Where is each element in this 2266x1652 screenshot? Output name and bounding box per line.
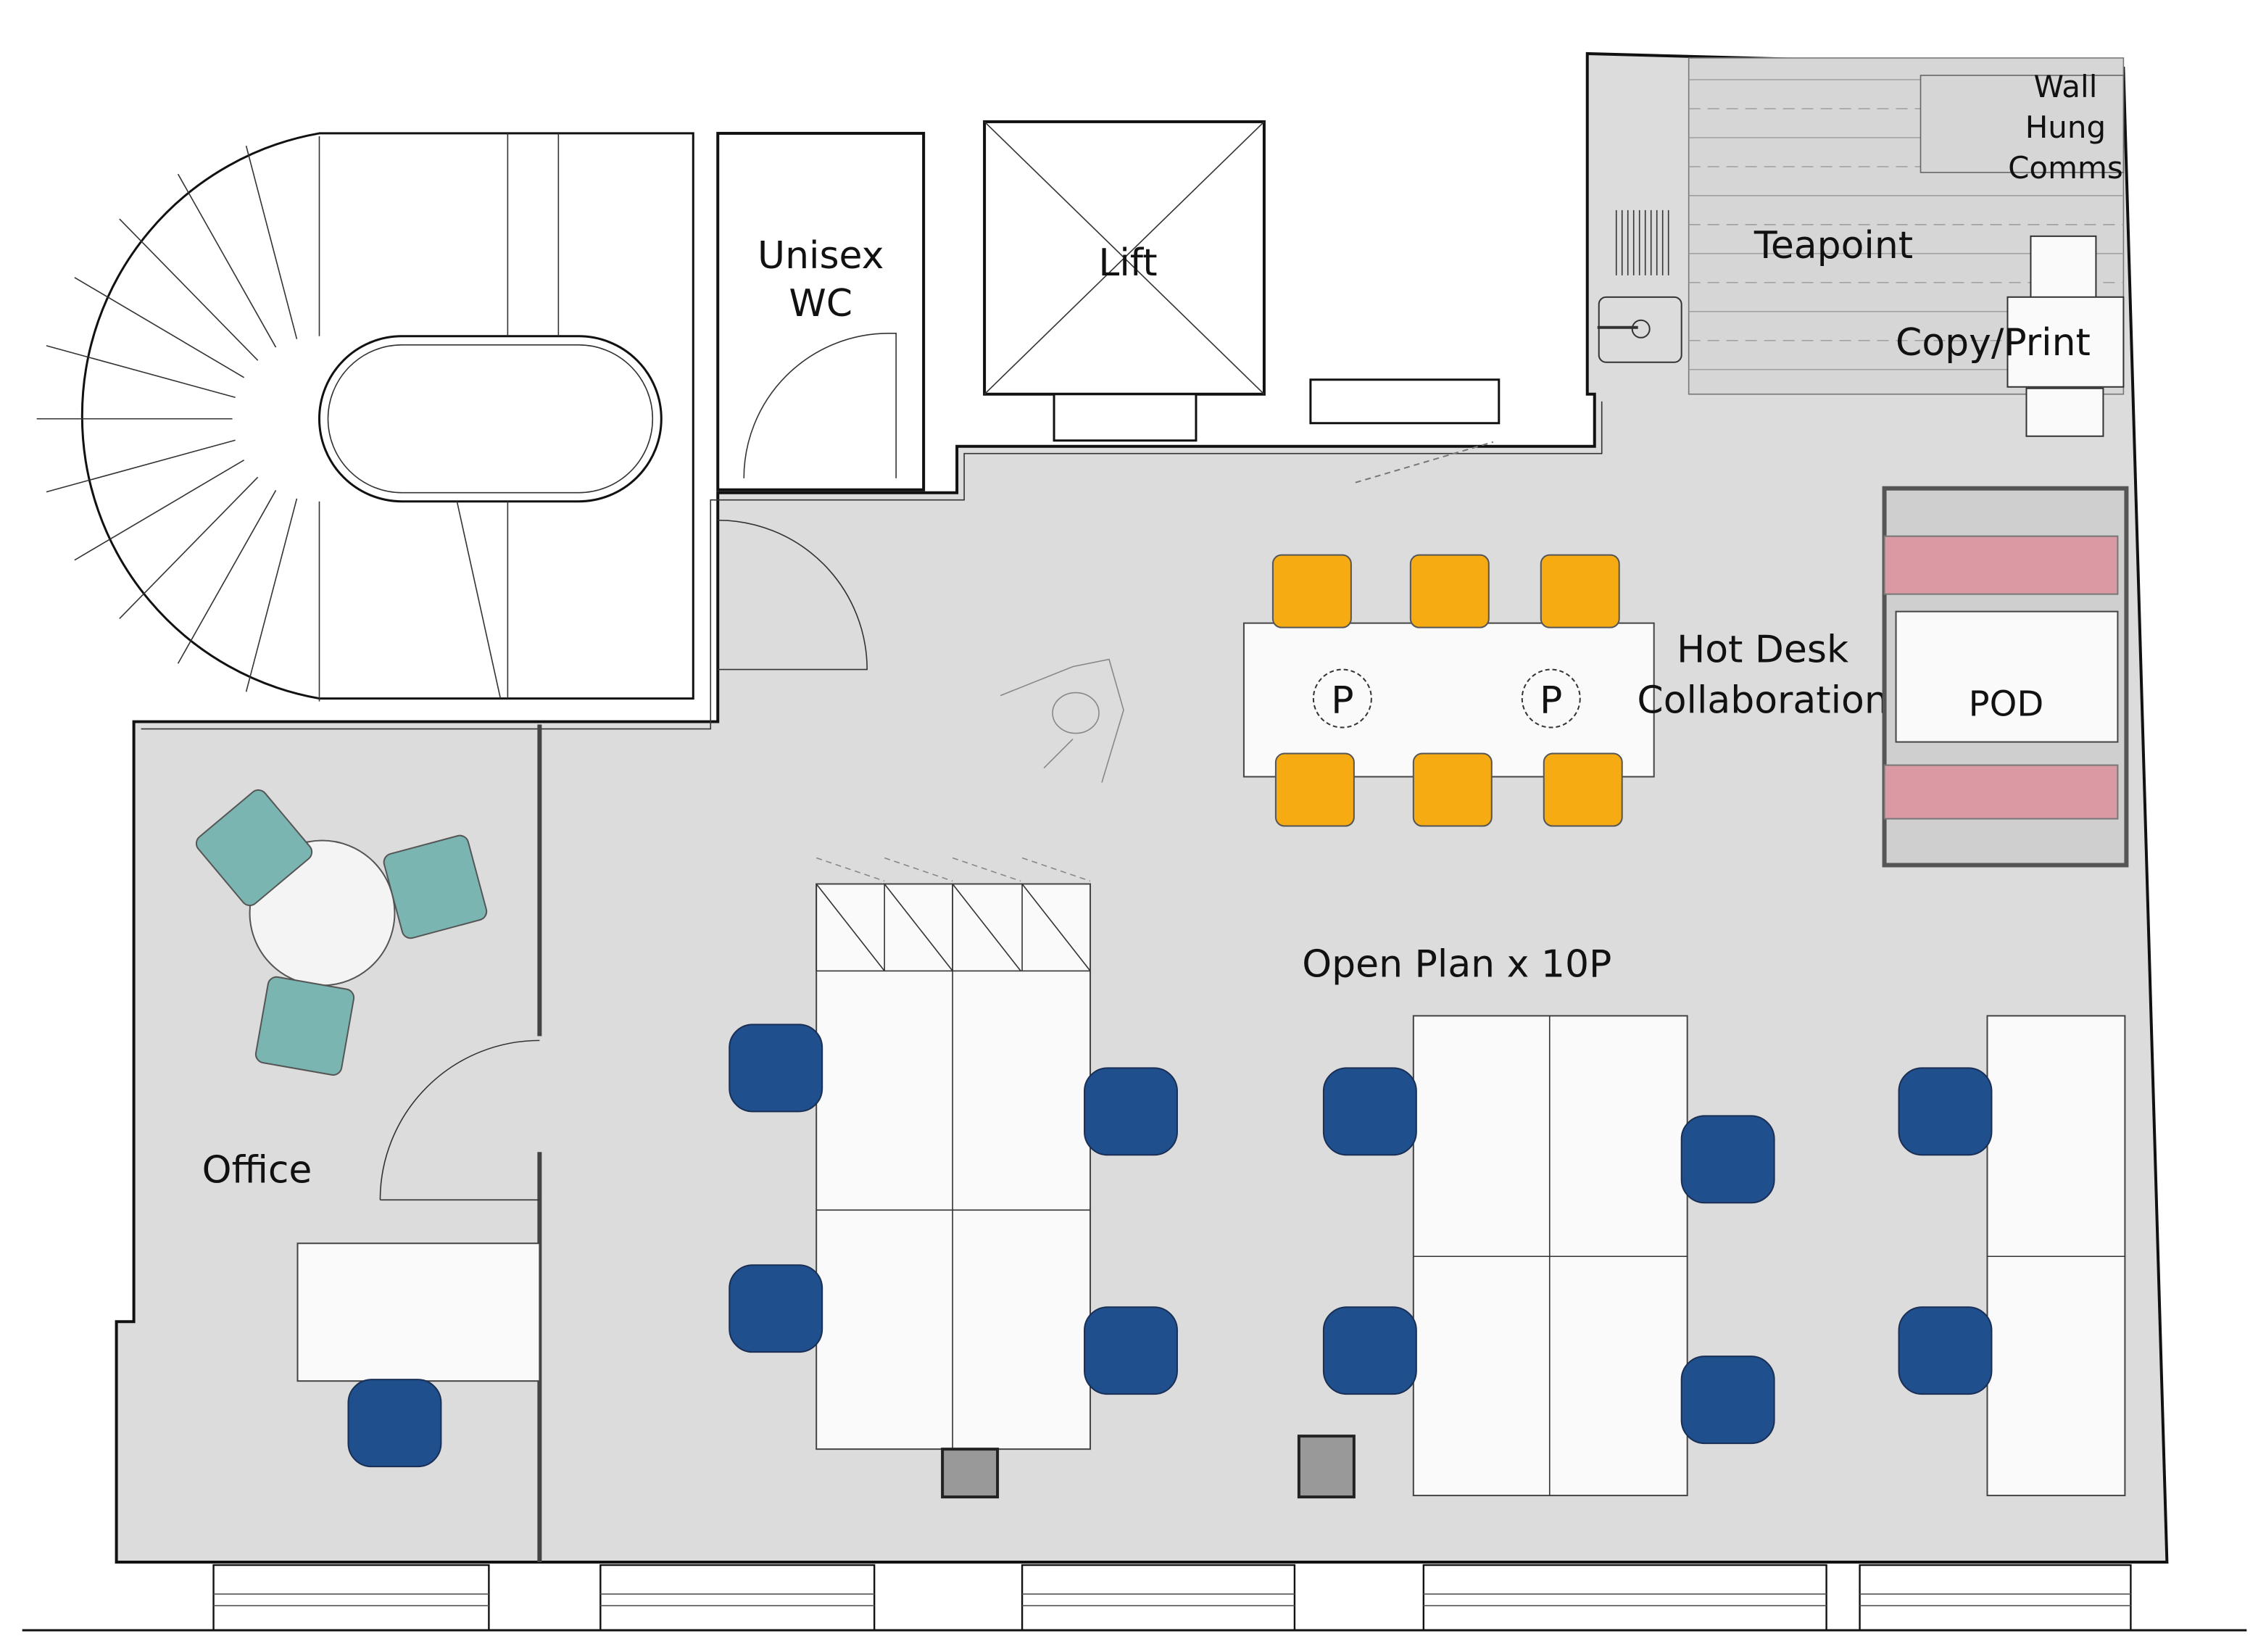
task-chair xyxy=(1680,1115,1775,1204)
lift-label: Lift xyxy=(1098,241,1157,285)
hot-desk-label-2: Collaboration xyxy=(1637,679,1888,723)
desk-cluster xyxy=(1986,1015,2126,1497)
wc-label-1: Unisex xyxy=(758,234,884,278)
hot-desk-label-1: Hot Desk xyxy=(1677,628,1848,672)
collab-chair xyxy=(1543,752,1623,827)
printer-icon[interactable] xyxy=(2006,235,2125,437)
task-chair xyxy=(1322,1306,1417,1395)
svg-text:P: P xyxy=(1540,679,1562,723)
door-swing-icon[interactable] xyxy=(379,1039,540,1201)
pod-label: POD xyxy=(1969,684,2044,725)
window xyxy=(1422,1564,1827,1632)
lounge-chair xyxy=(254,976,355,1076)
task-chair xyxy=(347,1379,442,1468)
copy-print-label: Copy/Print xyxy=(1896,321,2091,365)
window xyxy=(1021,1564,1296,1632)
task-chair xyxy=(1322,1067,1417,1156)
office-desk xyxy=(296,1242,541,1382)
sink-icon xyxy=(1597,296,1682,363)
task-chair xyxy=(1898,1067,1993,1156)
comms-label-2: Hung xyxy=(2025,109,2106,145)
lift: Lift xyxy=(983,120,1266,442)
power-outlet-icon: P xyxy=(1521,668,1581,729)
collab-chair xyxy=(1540,554,1620,628)
task-chair xyxy=(1084,1306,1178,1395)
riser xyxy=(1309,378,1501,425)
lounge-chair xyxy=(383,834,488,939)
office-label: Office xyxy=(202,1148,312,1192)
window xyxy=(1859,1564,2132,1632)
wc-label-2: WC xyxy=(789,282,852,325)
teapoint: Teapoint Wall Hung Comms Copy/Print xyxy=(1597,57,2125,437)
open-plan-label: Open Plan x 10P xyxy=(1302,942,1611,986)
comms-label-3: Comms xyxy=(2008,150,2123,186)
lounge-chair xyxy=(195,789,313,907)
staircase-icon xyxy=(36,132,694,702)
task-chair xyxy=(1898,1306,1993,1395)
door-swing-icon[interactable] xyxy=(743,332,897,478)
desk-cluster xyxy=(1412,1015,1688,1497)
pod: POD xyxy=(1882,486,2129,868)
collab-chair xyxy=(1409,554,1490,628)
window xyxy=(212,1564,490,1632)
collab-chair xyxy=(1271,554,1352,628)
task-chair xyxy=(729,1024,823,1113)
collaboration-table xyxy=(1242,622,1655,778)
window xyxy=(599,1564,876,1632)
power-outlet-icon: P xyxy=(1312,668,1372,729)
desk-cluster xyxy=(815,857,1092,1450)
comms-label-1: Wall xyxy=(2034,69,2098,104)
teapoint-label: Teapoint xyxy=(1754,224,1913,267)
person-icon xyxy=(1000,658,1124,783)
task-chair xyxy=(729,1264,823,1353)
collab-chair xyxy=(1274,752,1355,827)
task-chair xyxy=(1084,1067,1178,1156)
task-chair xyxy=(1680,1356,1775,1445)
floor-box xyxy=(1297,1435,1356,1499)
door-swing-icon[interactable] xyxy=(718,519,868,671)
collab-chair xyxy=(1412,752,1493,827)
floor-box xyxy=(941,1448,1000,1499)
svg-text:P: P xyxy=(1331,679,1353,723)
